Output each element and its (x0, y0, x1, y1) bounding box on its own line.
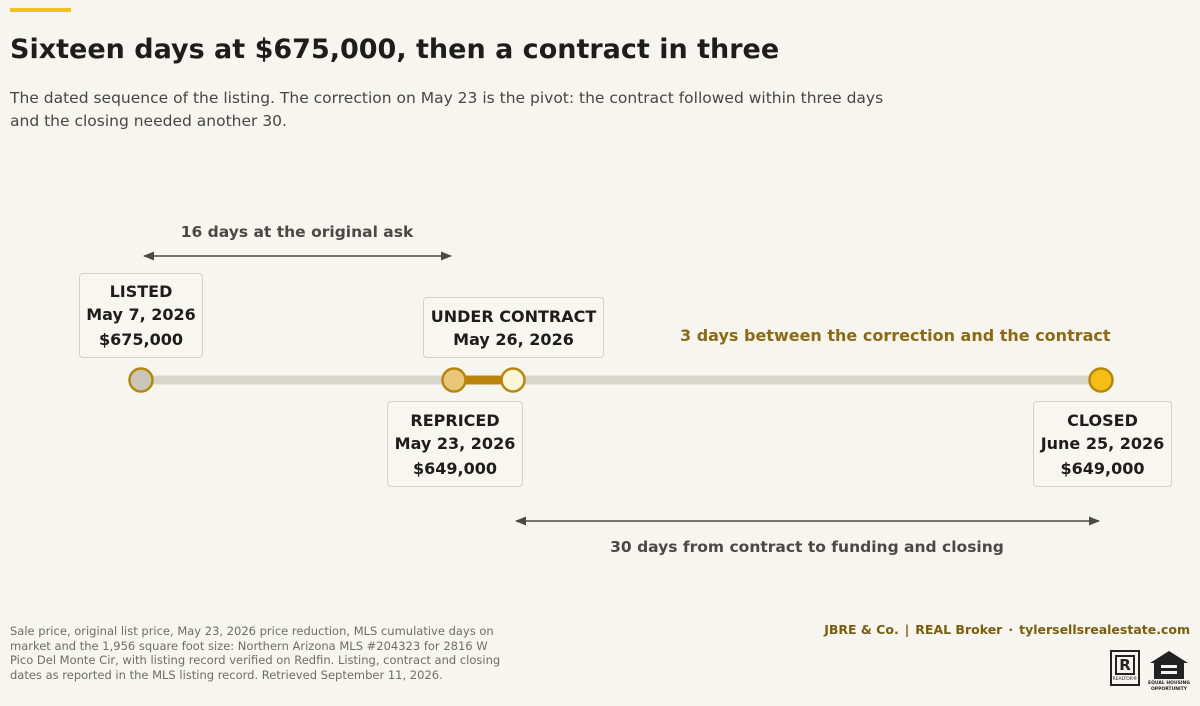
source-note: Sale price, original list price, May 23,… (10, 624, 501, 682)
house-icon (1150, 651, 1188, 679)
equal-housing-icon: EQUAL HOUSING OPPORTUNITY (1148, 650, 1190, 692)
under-contract-marker (500, 367, 526, 393)
realtor-icon: R REALTOR® (1110, 650, 1140, 686)
repriced-date: May 23, 2026 (394, 433, 516, 453)
brokerage-name: JBRE & Co. (824, 622, 899, 637)
listed-price: $675,000 (98, 330, 183, 349)
realtor-letter: R (1115, 655, 1135, 675)
correction-contract-label: 3 days between the correction and the co… (680, 326, 1111, 345)
brand-line: JBRE & Co.|REAL Broker·tylersellsrealest… (824, 622, 1190, 637)
page-title: Sixteen days at $675,000, then a contrac… (10, 34, 780, 65)
listed-date: May 7, 2026 (86, 305, 196, 324)
compliance-logos: R REALTOR® EQUAL HOUSING OPPORTUNITY (1110, 650, 1190, 692)
broker-name: REAL Broker (915, 622, 1003, 637)
repriced-label: REPRICED (410, 410, 500, 430)
listed-card: LISTED May 7, 2026 $675,000 (79, 273, 203, 358)
accent-bar (10, 8, 71, 12)
realtor-text: REALTOR® (1112, 677, 1138, 682)
closed-date: June 25, 2026 (1040, 433, 1165, 453)
closed-label: CLOSED (1067, 410, 1138, 430)
listed-marker (128, 367, 154, 393)
original-ask-label: 16 days at the original ask (180, 223, 414, 241)
closed-card: CLOSED June 25, 2026 $649,000 (1033, 401, 1172, 487)
listed-label: LISTED (109, 282, 173, 301)
repriced-price: $649,000 (412, 458, 497, 478)
closed-marker (1088, 367, 1114, 393)
page-subtitle: The dated sequence of the listing. The c… (10, 89, 884, 130)
under-contract-card: UNDER CONTRACT May 26, 2026 (423, 297, 604, 358)
under-contract-label: UNDER CONTRACT (430, 306, 597, 326)
equal-housing-text: EQUAL HOUSING OPPORTUNITY (1148, 681, 1190, 692)
contract-closing-label: 30 days from contract to funding and clo… (610, 538, 1004, 556)
website-link[interactable]: tylersellsrealestate.com (1019, 622, 1190, 637)
repriced-card: REPRICED May 23, 2026 $649,000 (387, 401, 523, 487)
closed-price: $649,000 (1060, 458, 1145, 478)
under-contract-date: May 26, 2026 (453, 329, 574, 349)
repriced-marker (441, 367, 467, 393)
